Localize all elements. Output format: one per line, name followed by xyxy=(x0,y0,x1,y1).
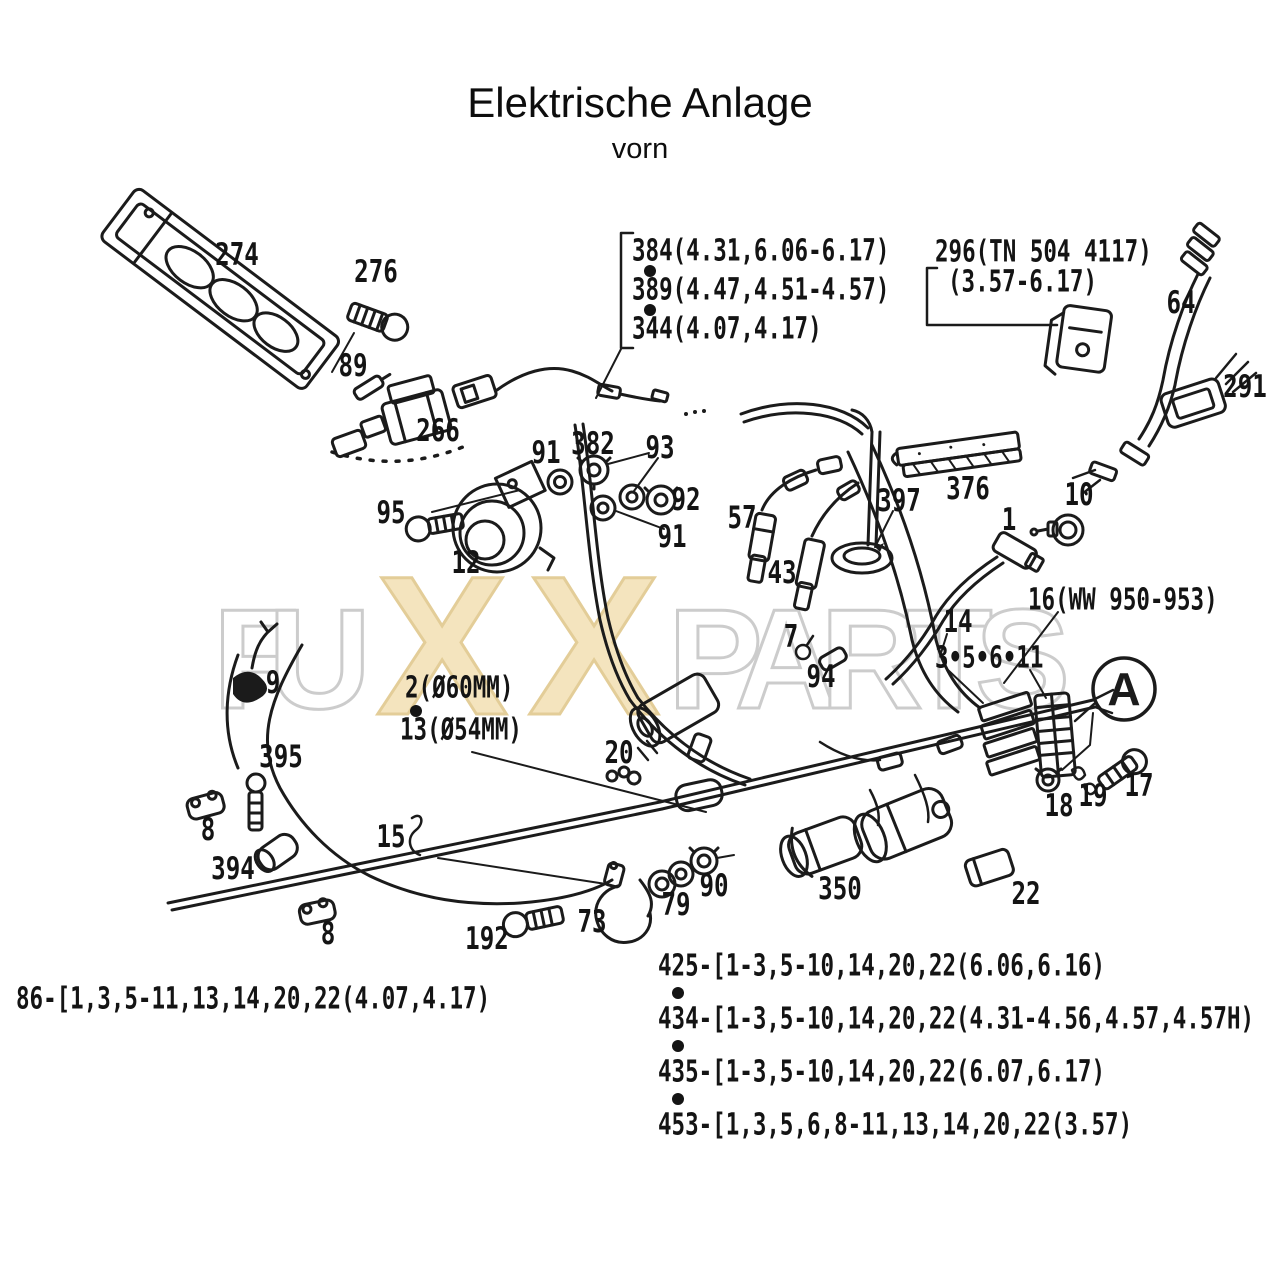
washer-91a xyxy=(546,468,574,496)
clip-15 xyxy=(408,814,423,857)
page-title: Elektrische Anlage xyxy=(467,79,813,126)
bar-376 xyxy=(890,430,1023,479)
clamp-8b xyxy=(297,897,337,926)
bolt-192 xyxy=(501,905,565,939)
coil-266 xyxy=(330,367,670,463)
fuse-box xyxy=(1033,691,1077,779)
bracket-384 xyxy=(619,231,635,350)
nut-92 xyxy=(643,484,679,516)
nut-18 xyxy=(1034,767,1063,793)
detail-marker-a-letter: A xyxy=(1107,663,1140,715)
title-block: Elektrische Anlage vorn xyxy=(0,80,1280,166)
watermark-fu: FU xyxy=(213,580,371,739)
headlight-panel-274 xyxy=(100,187,341,390)
clamp-9 xyxy=(233,620,279,703)
plug-lead-43 xyxy=(792,479,861,612)
page-subtitle: vorn xyxy=(611,133,669,165)
hook-73 xyxy=(594,861,653,944)
detail-marker-a: A xyxy=(1091,656,1157,722)
coil-center xyxy=(628,672,721,748)
bolt-17 xyxy=(1097,748,1148,791)
pin-89 xyxy=(352,372,392,401)
bracket-296 xyxy=(925,266,1059,327)
plug-lead-57 xyxy=(746,455,843,584)
sensor-1 xyxy=(884,531,1045,686)
watermark-parts: PARTS xyxy=(668,580,1070,739)
grommet-397 xyxy=(830,408,894,575)
clip-19 xyxy=(1070,766,1098,796)
relay-296 xyxy=(1043,304,1113,376)
grommet-20 xyxy=(605,739,659,786)
bolt-276 xyxy=(346,301,410,342)
bolt-395 xyxy=(245,772,267,832)
bolt-95 xyxy=(404,512,465,543)
fuse-stack xyxy=(977,690,1042,777)
box-22 xyxy=(963,847,1015,888)
clip-7 xyxy=(794,634,815,661)
washers-79 xyxy=(647,860,695,899)
relays-350 xyxy=(779,787,954,878)
clip-94 xyxy=(818,646,848,672)
plug-10 xyxy=(1029,513,1085,547)
washer-91b xyxy=(589,494,617,522)
cable-64 xyxy=(1071,221,1221,496)
washer-93 xyxy=(618,483,646,511)
nut-90 xyxy=(688,846,735,876)
connector-291 xyxy=(1159,352,1258,429)
clamp-394 xyxy=(253,832,299,873)
clamp-8a xyxy=(185,789,226,821)
